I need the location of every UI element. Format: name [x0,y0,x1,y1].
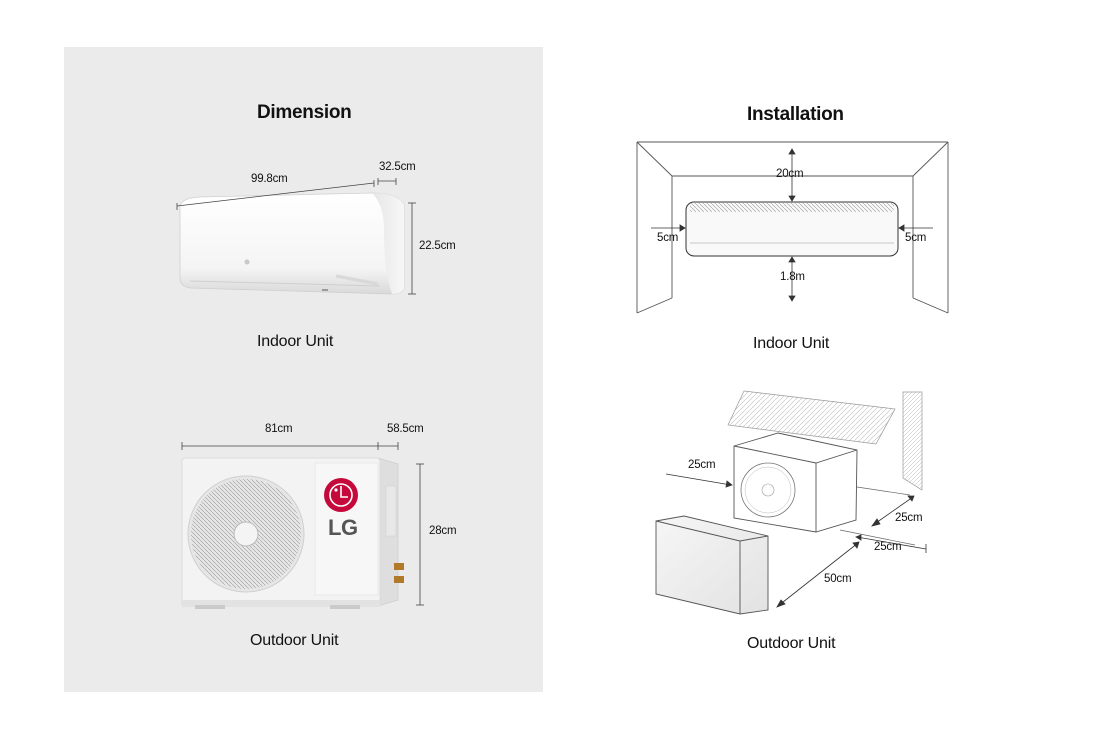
outdoor-rear-clearance: 25cm [688,459,716,471]
outdoor-width-label: 81cm [265,423,293,435]
dimension-indoor-label: Indoor Unit [257,333,334,350]
install-top-clearance: 20cm [776,168,804,180]
installation-outdoor-label: Outdoor Unit [747,635,836,652]
dimension-outdoor-label: Outdoor Unit [250,632,339,649]
install-bottom-clearance: 1.8m [780,271,805,283]
installation-title: Installation [747,104,844,125]
outdoor-logo-text: LG [328,515,358,540]
install-right-clearance: 5cm [905,232,927,244]
dimension-title: Dimension [257,102,352,123]
outdoor-right-clearance: 25cm [874,541,902,553]
installation-indoor-label: Indoor Unit [753,335,830,352]
outdoor-side-clearance: 25cm [895,512,923,524]
indoor-width-label: 99.8cm [251,173,288,185]
outdoor-height-label: 28cm [429,525,457,537]
indoor-height-label: 22.5cm [419,240,456,252]
outdoor-depth-label: 58.5cm [387,423,424,435]
outdoor-front-clearance: 50cm [824,573,852,585]
indoor-logo-dot [244,259,250,265]
indoor-depth-label: 32.5cm [379,161,416,173]
install-left-clearance: 5cm [657,232,679,244]
